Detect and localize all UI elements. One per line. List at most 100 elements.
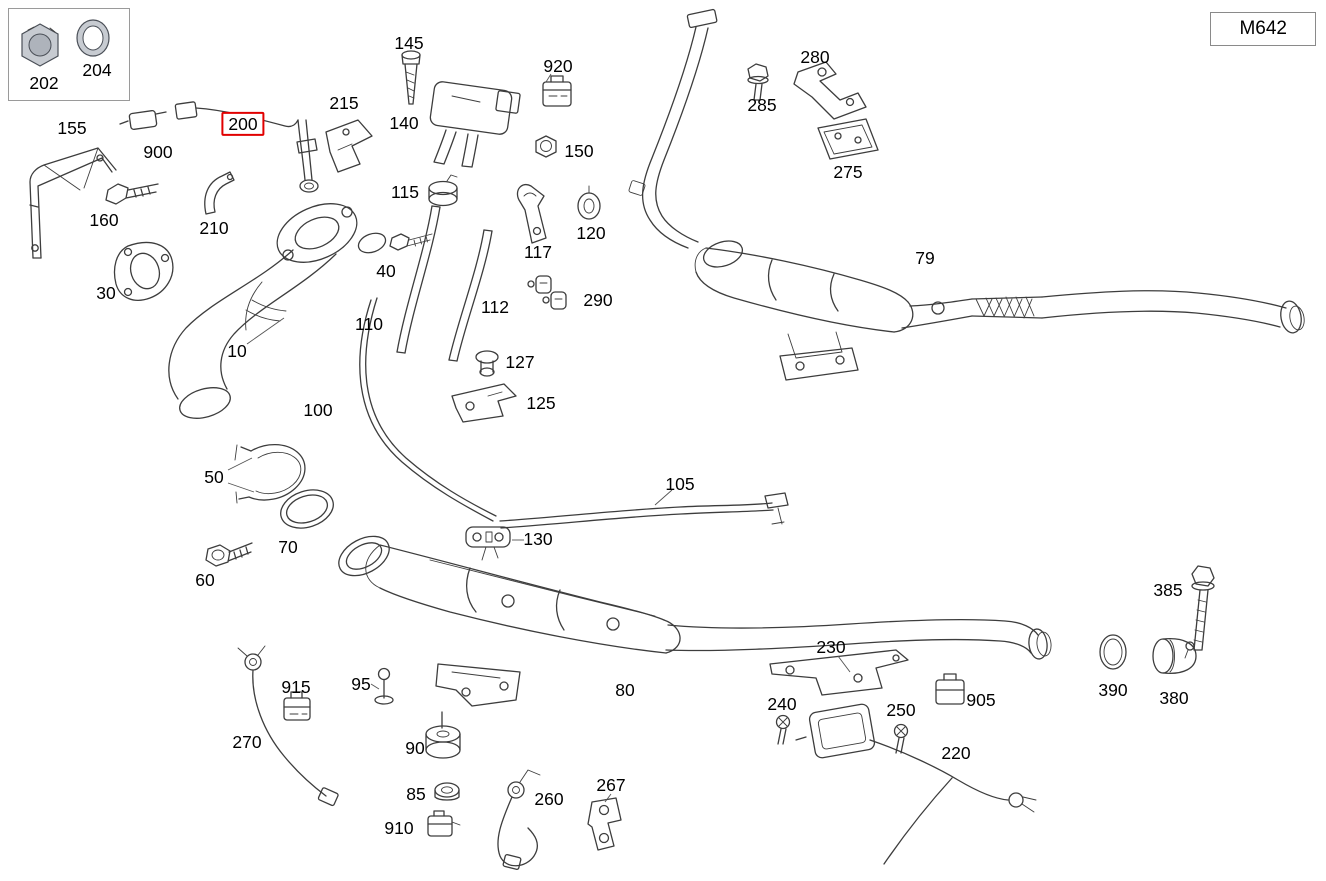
part-label-85[interactable]: 85 [406,783,426,804]
bracket-230-drawing [769,649,909,696]
part-label-270[interactable]: 270 [232,731,262,752]
part-label-90[interactable]: 90 [405,737,425,758]
part-label-202[interactable]: 202 [29,72,59,93]
sensor-220-drawing [869,739,1037,865]
screw-250-drawing [893,723,909,754]
pressure-sensor-140-drawing [429,81,521,168]
part-label-220[interactable]: 220 [941,742,971,763]
part-label-30[interactable]: 30 [96,282,116,303]
part-label-215[interactable]: 215 [329,92,359,113]
part-label-920[interactable]: 920 [543,55,573,76]
part-label-380[interactable]: 380 [1159,687,1189,708]
part-label-105[interactable]: 105 [665,473,695,494]
part-label-200[interactable]: 200 [221,111,265,137]
bolt-145-drawing [401,50,421,105]
part-label-230[interactable]: 230 [816,636,846,657]
bolt-285-drawing [747,63,769,101]
pipe-105-drawing [499,492,789,529]
part-label-120[interactable]: 120 [576,222,606,243]
part-label-155[interactable]: 155 [57,117,87,138]
part-label-145[interactable]: 145 [394,32,424,53]
bolt-60-drawing [205,542,253,567]
bolt-385-drawing [1191,565,1215,651]
part-label-40[interactable]: 40 [376,260,396,281]
gasket-70-drawing [280,489,334,529]
grommet-127-drawing [475,350,499,377]
part-label-95[interactable]: 95 [351,673,371,694]
sensor-900-drawing [119,101,299,130]
engine-code-box: M642 [1210,12,1316,46]
part-label-910[interactable]: 910 [384,817,414,838]
nut-85-drawing [434,782,460,801]
part-label-267[interactable]: 267 [596,774,626,795]
part-label-250[interactable]: 250 [886,699,916,720]
part-label-110[interactable]: 110 [355,313,383,334]
part-label-79[interactable]: 79 [915,247,935,268]
part-label-50[interactable]: 50 [204,466,224,487]
part-label-117[interactable]: 117 [524,241,552,262]
part-label-140[interactable]: 140 [389,112,419,133]
part-label-280[interactable]: 280 [800,46,830,67]
clamp-267-drawing [587,797,622,851]
part-label-127[interactable]: 127 [505,351,535,372]
part-label-210[interactable]: 210 [199,217,229,238]
v-clamp-50-drawing [234,443,306,504]
bracket-215-drawing [325,119,373,173]
catalyst-80-drawing [338,535,1052,707]
screw-240-drawing [775,714,791,745]
part-label-125[interactable]: 125 [526,392,556,413]
part-label-160[interactable]: 160 [89,209,119,230]
cap-380-drawing [1152,638,1197,674]
part-label-130[interactable]: 130 [523,528,553,549]
part-label-275[interactable]: 275 [833,161,863,182]
part-label-900[interactable]: 900 [143,141,173,162]
clamp-115-drawing [428,174,458,207]
bracket-210-drawing [204,171,235,215]
seal-ring-204-drawing [76,19,110,57]
grommet-120-drawing [577,185,601,220]
oxygen-sensor-probe-drawing [296,119,319,193]
catalyst-79-drawing [628,8,1305,381]
stud-95-drawing [374,667,394,705]
bracket-130-drawing [465,526,511,561]
part-label-905[interactable]: 905 [966,689,996,710]
pipe-100-drawing [359,297,497,522]
part-label-290[interactable]: 290 [583,289,613,310]
connector-910-drawing [427,810,461,837]
part-label-390[interactable]: 390 [1098,679,1128,700]
part-label-204[interactable]: 204 [82,59,112,80]
bolt-160-drawing [105,183,159,205]
plate-275-drawing [817,118,879,160]
part-label-100[interactable]: 100 [303,399,333,420]
bracket-117-drawing [516,184,547,244]
hose-112-drawing [448,229,493,362]
part-label-70[interactable]: 70 [278,536,298,557]
part-label-260[interactable]: 260 [534,788,564,809]
part-label-112[interactable]: 112 [481,296,509,317]
screw-plug-202-drawing [21,23,59,67]
connector-915-drawing [283,691,311,721]
hose-110-drawing [396,205,441,354]
part-label-150[interactable]: 150 [564,140,594,161]
part-label-115[interactable]: 115 [391,181,419,202]
part-label-915[interactable]: 915 [281,676,311,697]
part-label-285[interactable]: 285 [747,94,777,115]
gasket-bolts-40-drawing [357,232,433,254]
downpipe-10-drawing [168,203,358,419]
nut-150-drawing [535,135,557,158]
part-label-80[interactable]: 80 [615,679,635,700]
clamp-290-drawing [527,275,567,310]
nox-module-drawing [795,703,876,759]
part-label-385[interactable]: 385 [1153,579,1183,600]
part-label-10[interactable]: 10 [227,340,247,361]
connector-920-drawing [542,75,572,107]
part-label-240[interactable]: 240 [767,693,797,714]
bracket-125-drawing [451,383,517,423]
bracket-280-drawing [793,61,867,120]
sensor-270-drawing [237,645,339,807]
part-label-60[interactable]: 60 [195,569,215,590]
ring-390-drawing [1099,634,1127,670]
